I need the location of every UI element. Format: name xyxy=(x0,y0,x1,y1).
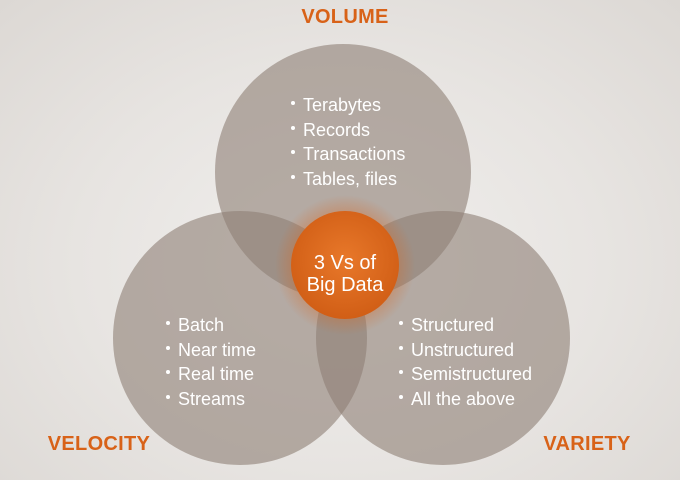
list-item: Records xyxy=(291,118,405,143)
list-item-label: Structured xyxy=(411,315,495,335)
velocity-title: VELOCITY xyxy=(47,433,151,455)
center-label-line1: 3 Vs of xyxy=(313,252,377,274)
list-item-label: Transactions xyxy=(303,144,406,164)
bullet-icon xyxy=(166,394,170,399)
list-item: All the above xyxy=(399,387,532,412)
list-item-label: Tables, files xyxy=(303,168,398,189)
list-item: Unstructured xyxy=(399,338,532,363)
list-item: Tables, files xyxy=(291,167,405,192)
variety-title: VARIETY xyxy=(543,433,631,455)
bullet-icon xyxy=(399,370,403,375)
volume-list: Terabytes Records Transactions Tables, f… xyxy=(291,93,405,191)
center-label-line2: Big Data xyxy=(306,274,384,296)
list-item: Real time xyxy=(166,362,256,387)
center-label: 3 Vs of Big Data xyxy=(290,252,400,296)
variety-list: Structured Unstructured Semistructured A… xyxy=(399,313,532,411)
bullet-icon xyxy=(166,321,170,326)
volume-title: VOLUME xyxy=(301,6,389,28)
list-item-label: Unstructured xyxy=(411,339,515,360)
list-item-label: Real time xyxy=(178,364,255,384)
bullet-icon xyxy=(291,101,295,106)
bullet-icon xyxy=(399,394,403,399)
list-item: Terabytes xyxy=(291,93,405,118)
list-item: Streams xyxy=(166,387,256,412)
bullet-icon xyxy=(291,150,295,155)
center-circle xyxy=(291,211,399,319)
list-item: Semistructured xyxy=(399,362,532,387)
bullet-icon xyxy=(399,345,403,350)
bullet-icon xyxy=(399,321,403,326)
list-item-label: All the above xyxy=(411,388,516,409)
velocity-list: Batch Near time Real time Streams xyxy=(166,313,256,411)
list-item: Near time xyxy=(166,338,256,363)
bullet-icon xyxy=(166,345,170,350)
bullet-icon xyxy=(291,174,295,179)
bullet-icon xyxy=(166,370,170,375)
list-item-label: Near time xyxy=(178,339,257,360)
list-item-label: Terabytes xyxy=(303,95,382,115)
list-item-label: Semistructured xyxy=(411,364,533,384)
list-item: Transactions xyxy=(291,142,405,167)
bullet-icon xyxy=(291,125,295,130)
list-item-label: Streams xyxy=(178,388,246,409)
list-item-label: Records xyxy=(303,119,371,140)
list-item-label: Batch xyxy=(178,315,225,335)
list-item: Structured xyxy=(399,313,532,338)
list-item: Batch xyxy=(166,313,256,338)
